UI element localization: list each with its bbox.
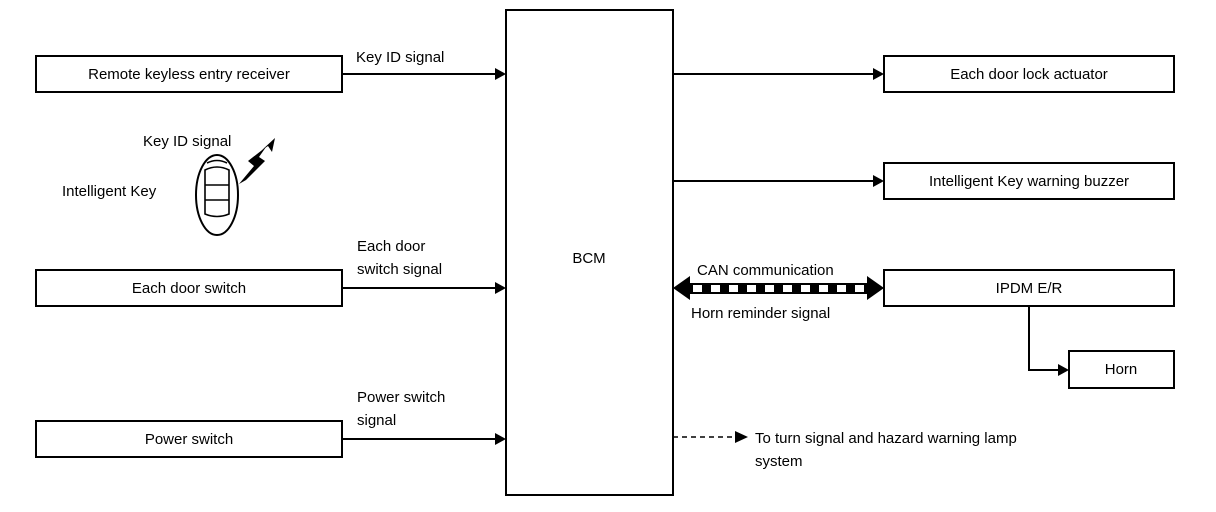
intelligent-key-label: Intelligent Key [62, 183, 157, 200]
node-each-door-switch: Each door switch [35, 269, 343, 307]
edge-bcm-to-ipdm-can-bus: CAN communication Horn reminder signal [673, 262, 884, 322]
edge-bcm-to-turn-signal-system: To turn signal and hazard warning lamp s… [673, 430, 1017, 470]
node-intelligent-key: Intelligent Key Key ID signal [62, 133, 275, 236]
turn-signal-system-label-line1: To turn signal and hazard warning lamp [755, 430, 1017, 447]
key-id-signal-receiver-label: Key ID signal [356, 49, 444, 66]
edge-receiver-to-bcm: Key ID signal [342, 49, 506, 80]
edge-bcm-to-door-lock-actuator [673, 68, 884, 80]
warning-buzzer-label: Intelligent Key warning buzzer [929, 173, 1129, 190]
door-switch-signal-label-line1: Each door [357, 238, 425, 255]
node-remote-keyless-entry-receiver: Remote keyless entry receiver [35, 55, 343, 93]
node-power-switch: Power switch [35, 420, 343, 458]
edge-power-switch-to-bcm: Power switch signal [342, 389, 506, 445]
door-lock-actuator-label: Each door lock actuator [950, 66, 1108, 83]
node-horn: Horn [1068, 350, 1175, 389]
rf-lightning-bolt-icon [239, 138, 275, 184]
power-switch-signal-label-line1: Power switch [357, 389, 445, 406]
turn-signal-system-label-line2: system [755, 453, 803, 470]
power-switch-box [35, 420, 343, 458]
key-fob-icon [195, 154, 239, 236]
power-switch-signal-label-line2: signal [357, 412, 396, 429]
door-switch-signal-label-line2: switch signal [357, 261, 442, 278]
edge-ipdm-to-horn [1028, 306, 1069, 376]
each-door-switch-label: Each door switch [132, 280, 246, 297]
key-id-signal-fob-label: Key ID signal [143, 133, 231, 150]
bcm-label: BCM [572, 250, 605, 267]
remote-receiver-box [35, 55, 343, 93]
edge-door-switch-to-bcm: Each door switch signal [342, 238, 506, 294]
ipdm-er-label: IPDM E/R [996, 280, 1063, 297]
can-bus-bidirectional-arrow-icon [673, 276, 884, 300]
warning-buzzer-box [883, 162, 1175, 200]
horn-reminder-signal-label: Horn reminder signal [691, 305, 830, 322]
edge-bcm-to-warning-buzzer [673, 175, 884, 187]
each-door-switch-box [35, 269, 343, 307]
remote-receiver-label: Remote keyless entry receiver [88, 66, 290, 83]
horn-label: Horn [1105, 361, 1138, 378]
bcm-box [505, 9, 674, 496]
node-intelligent-key-warning-buzzer: Intelligent Key warning buzzer [883, 162, 1175, 200]
power-switch-label: Power switch [145, 431, 233, 448]
node-each-door-lock-actuator: Each door lock actuator [883, 55, 1175, 93]
node-bcm: BCM [505, 9, 674, 496]
door-lock-actuator-box [883, 55, 1175, 93]
horn-box [1068, 350, 1175, 389]
can-communication-label: CAN communication [697, 262, 834, 279]
ipdm-er-box [883, 269, 1175, 307]
node-ipdm-er: IPDM E/R [883, 269, 1175, 307]
